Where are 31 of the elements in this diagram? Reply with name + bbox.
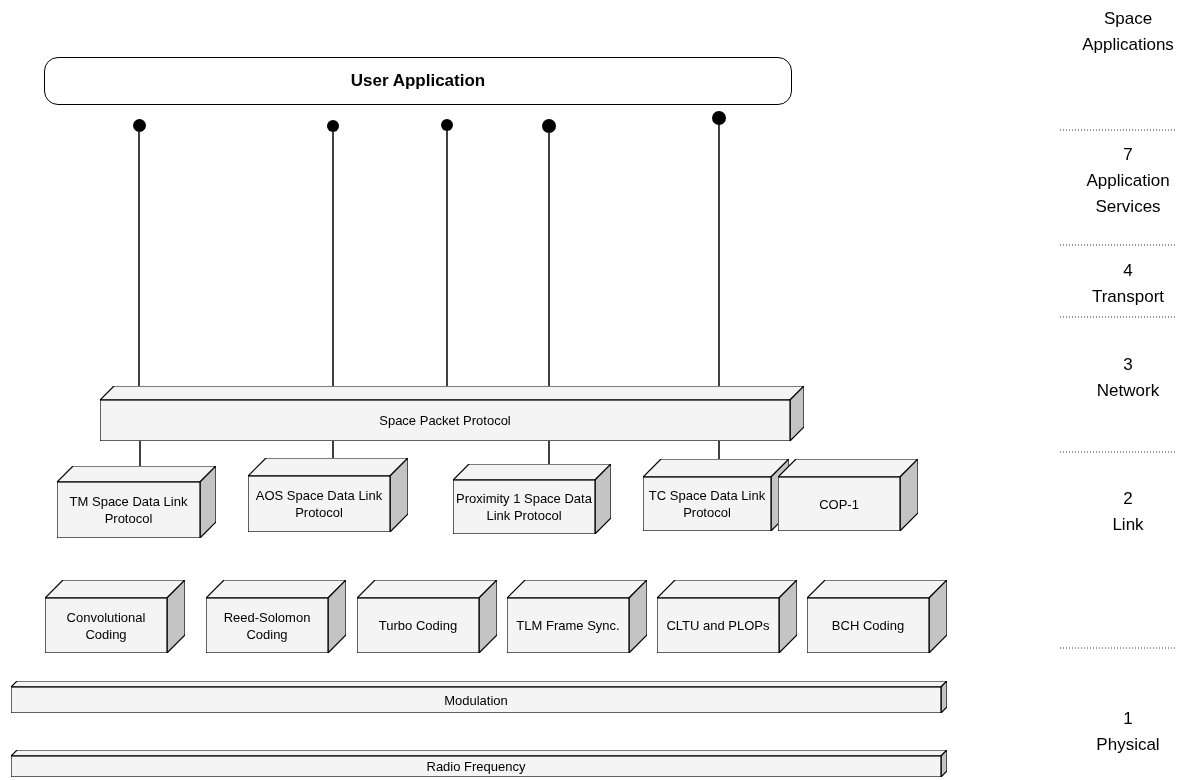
layer-label: 3 Network	[1096, 354, 1160, 402]
box-label: Convolutional Coding	[65, 608, 147, 643]
connector-line	[446, 130, 448, 387]
layer-label: 1 Physical	[1096, 708, 1160, 756]
box-label: TC Space Data Link Protocol	[647, 487, 767, 521]
box-label: Reed-Solomon Coding	[222, 608, 312, 643]
application-box	[44, 57, 792, 105]
box-label: Space Packet Protocol	[379, 412, 511, 429]
connector-line	[718, 440, 720, 460]
box-label: BCH Coding	[831, 617, 905, 634]
box-label: Modulation	[444, 691, 508, 709]
box-title: User Application	[350, 70, 486, 93]
box-label: Turbo Coding	[378, 617, 458, 634]
layer-label: 2 Link	[1112, 488, 1144, 536]
box-label: TM Space Data Link Protocol	[68, 493, 189, 527]
box-label: CLTU and PLOPs	[666, 617, 770, 634]
box-label: COP-1	[819, 495, 859, 513]
layer-label: Space Applications	[1082, 8, 1174, 56]
box-label: TLM Frame Sync.	[516, 617, 620, 634]
box-label: Radio Frequency	[426, 758, 526, 775]
box-label: Proximity 1 Space Data Link Protocol	[455, 490, 593, 524]
connector-line	[548, 440, 550, 465]
connector-line	[138, 131, 140, 387]
layer-label: 7 Application Services	[1086, 144, 1170, 218]
connector-line	[139, 440, 141, 467]
layer-label: 4 Transport	[1091, 260, 1165, 308]
connector-line	[332, 440, 334, 459]
box-label: AOS Space Data Link Protocol	[254, 487, 384, 521]
connector-line	[548, 132, 550, 387]
connector-line	[332, 131, 334, 387]
connector-line	[718, 124, 720, 387]
